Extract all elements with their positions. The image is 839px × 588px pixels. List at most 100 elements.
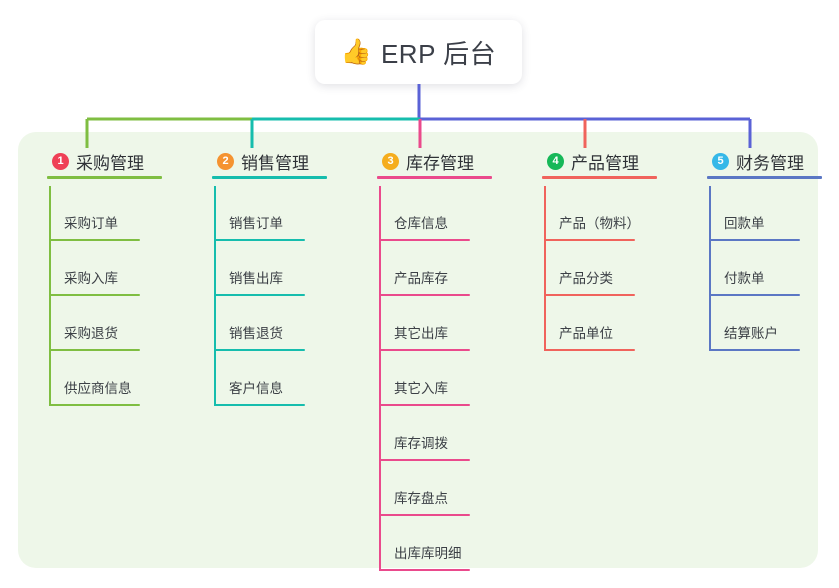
leaf-item[interactable]: 采购入库 <box>30 241 144 296</box>
leaf-item-rule <box>709 294 800 296</box>
column-items-product: 产品（物料） 产品分类产品单位 <box>525 186 640 351</box>
column-header-inventory[interactable]: 3 库存管理 <box>360 143 492 179</box>
leaf-item[interactable]: 供应商信息 <box>30 351 144 406</box>
leaf-item-rule <box>379 459 470 461</box>
leaf-item-rule <box>49 404 140 406</box>
leaf-item-rule <box>544 349 635 351</box>
leaf-item-label: 采购入库 <box>64 271 118 286</box>
leaf-item-label: 销售退货 <box>229 326 283 341</box>
leaf-item[interactable]: 库存调拨 <box>360 406 474 461</box>
column-sales: 2 销售管理销售订单销售出库销售退货客户信息 <box>195 143 327 406</box>
leaf-item-rule <box>544 239 635 241</box>
column-header-rule-purchasing <box>47 176 162 179</box>
leaf-item[interactable]: 结算账户 <box>690 296 804 351</box>
column-header-rule-product <box>542 176 657 179</box>
column-title-inventory: 库存管理 <box>406 153 474 173</box>
leaf-item-rule <box>49 294 140 296</box>
column-inventory: 3 库存管理仓库信息产品库存其它出库其它入库库存调拨库存盘点出库库明细 <box>360 143 492 571</box>
leaf-item[interactable]: 仓库信息 <box>360 186 474 241</box>
leaf-item[interactable]: 产品（物料） <box>525 186 640 241</box>
leaf-item-label: 供应商信息 <box>64 381 132 396</box>
leaf-item-rule <box>214 239 305 241</box>
leaf-item-rule <box>49 349 140 351</box>
column-title-purchasing: 采购管理 <box>76 153 144 173</box>
leaf-item[interactable]: 库存盘点 <box>360 461 474 516</box>
column-product: 4 产品管理产品（物料） 产品分类产品单位 <box>525 143 657 351</box>
leaf-item-label: 产品单位 <box>559 326 613 341</box>
leaf-item[interactable]: 其它入库 <box>360 351 474 406</box>
leaf-item-label: 结算账户 <box>724 326 778 341</box>
column-header-product[interactable]: 4 产品管理 <box>525 143 657 179</box>
leaf-item-label: 销售订单 <box>229 216 283 231</box>
thumbs-up-icon: 👍 <box>340 37 372 66</box>
leaf-item-label: 库存调拨 <box>394 436 448 451</box>
leaf-item[interactable]: 销售出库 <box>195 241 309 296</box>
leaf-item-label: 库存盘点 <box>394 491 448 506</box>
leaf-item-rule <box>214 404 305 406</box>
column-items-sales: 销售订单销售出库销售退货客户信息 <box>195 186 309 406</box>
leaf-item[interactable]: 采购退货 <box>30 296 144 351</box>
leaf-item-rule <box>544 294 635 296</box>
root-node-card[interactable]: 👍 ERP 后台 <box>315 20 522 84</box>
column-finance: 5 财务管理回款单付款单结算账户 <box>690 143 822 351</box>
leaf-item-rule <box>709 349 800 351</box>
leaf-item-rule <box>214 294 305 296</box>
leaf-item-label: 产品库存 <box>394 271 448 286</box>
column-badge-finance: 5 <box>712 152 729 170</box>
column-title-finance: 财务管理 <box>736 153 804 173</box>
leaf-item-label: 产品分类 <box>559 271 613 286</box>
column-header-rule-finance <box>707 176 822 179</box>
leaf-item[interactable]: 回款单 <box>690 186 804 241</box>
column-header-purchasing[interactable]: 1 采购管理 <box>30 143 162 179</box>
leaf-item[interactable]: 采购订单 <box>30 186 144 241</box>
leaf-item-label: 客户信息 <box>229 381 283 396</box>
leaf-item[interactable]: 付款单 <box>690 241 804 296</box>
leaf-item[interactable]: 销售订单 <box>195 186 309 241</box>
leaf-item-rule <box>379 404 470 406</box>
leaf-item[interactable]: 产品分类 <box>525 241 639 296</box>
leaf-item-rule <box>709 239 800 241</box>
leaf-item-label: 其它入库 <box>394 381 448 396</box>
leaf-item[interactable]: 产品单位 <box>525 296 639 351</box>
leaf-item[interactable]: 销售退货 <box>195 296 309 351</box>
column-purchasing: 1 采购管理采购订单采购入库采购退货供应商信息 <box>30 143 162 406</box>
column-badge-sales: 2 <box>217 152 234 170</box>
column-spine-finance <box>709 186 711 351</box>
leaf-item-rule <box>379 569 470 571</box>
leaf-item-label: 仓库信息 <box>394 216 448 231</box>
column-badge-inventory: 3 <box>382 152 399 170</box>
column-title-sales: 销售管理 <box>241 153 309 173</box>
leaf-item-label: 产品（物料） <box>559 216 640 231</box>
leaf-item-label: 回款单 <box>724 216 765 231</box>
leaf-item-rule <box>214 349 305 351</box>
column-spine-sales <box>214 186 216 406</box>
leaf-item-label: 出库库明细 <box>394 546 462 561</box>
column-header-rule-sales <box>212 176 327 179</box>
leaf-item[interactable]: 其它出库 <box>360 296 474 351</box>
leaf-item-label: 付款单 <box>724 271 765 286</box>
column-header-rule-inventory <box>377 176 492 179</box>
column-spine-product <box>544 186 546 351</box>
leaf-item[interactable]: 产品库存 <box>360 241 474 296</box>
leaf-item-rule <box>379 239 470 241</box>
column-spine-purchasing <box>49 186 51 406</box>
root-node-content: 👍 ERP 后台 <box>341 34 496 71</box>
leaf-item-rule <box>379 349 470 351</box>
column-title-product: 产品管理 <box>571 153 639 173</box>
column-badge-purchasing: 1 <box>52 152 69 170</box>
leaf-item-rule <box>379 514 470 516</box>
column-spine-inventory <box>379 186 381 571</box>
root-title: ERP 后台 <box>380 38 497 69</box>
leaf-item[interactable]: 出库库明细 <box>360 516 474 571</box>
leaf-item-label: 销售出库 <box>229 271 283 286</box>
leaf-item-rule <box>49 239 140 241</box>
column-items-finance: 回款单付款单结算账户 <box>690 186 804 351</box>
column-header-finance[interactable]: 5 财务管理 <box>690 143 822 179</box>
column-items-purchasing: 采购订单采购入库采购退货供应商信息 <box>30 186 144 406</box>
leaf-item-label: 其它出库 <box>394 326 448 341</box>
column-badge-product: 4 <box>547 152 564 170</box>
column-items-inventory: 仓库信息产品库存其它出库其它入库库存调拨库存盘点出库库明细 <box>360 186 474 571</box>
column-header-sales[interactable]: 2 销售管理 <box>195 143 327 179</box>
leaf-item[interactable]: 客户信息 <box>195 351 309 406</box>
